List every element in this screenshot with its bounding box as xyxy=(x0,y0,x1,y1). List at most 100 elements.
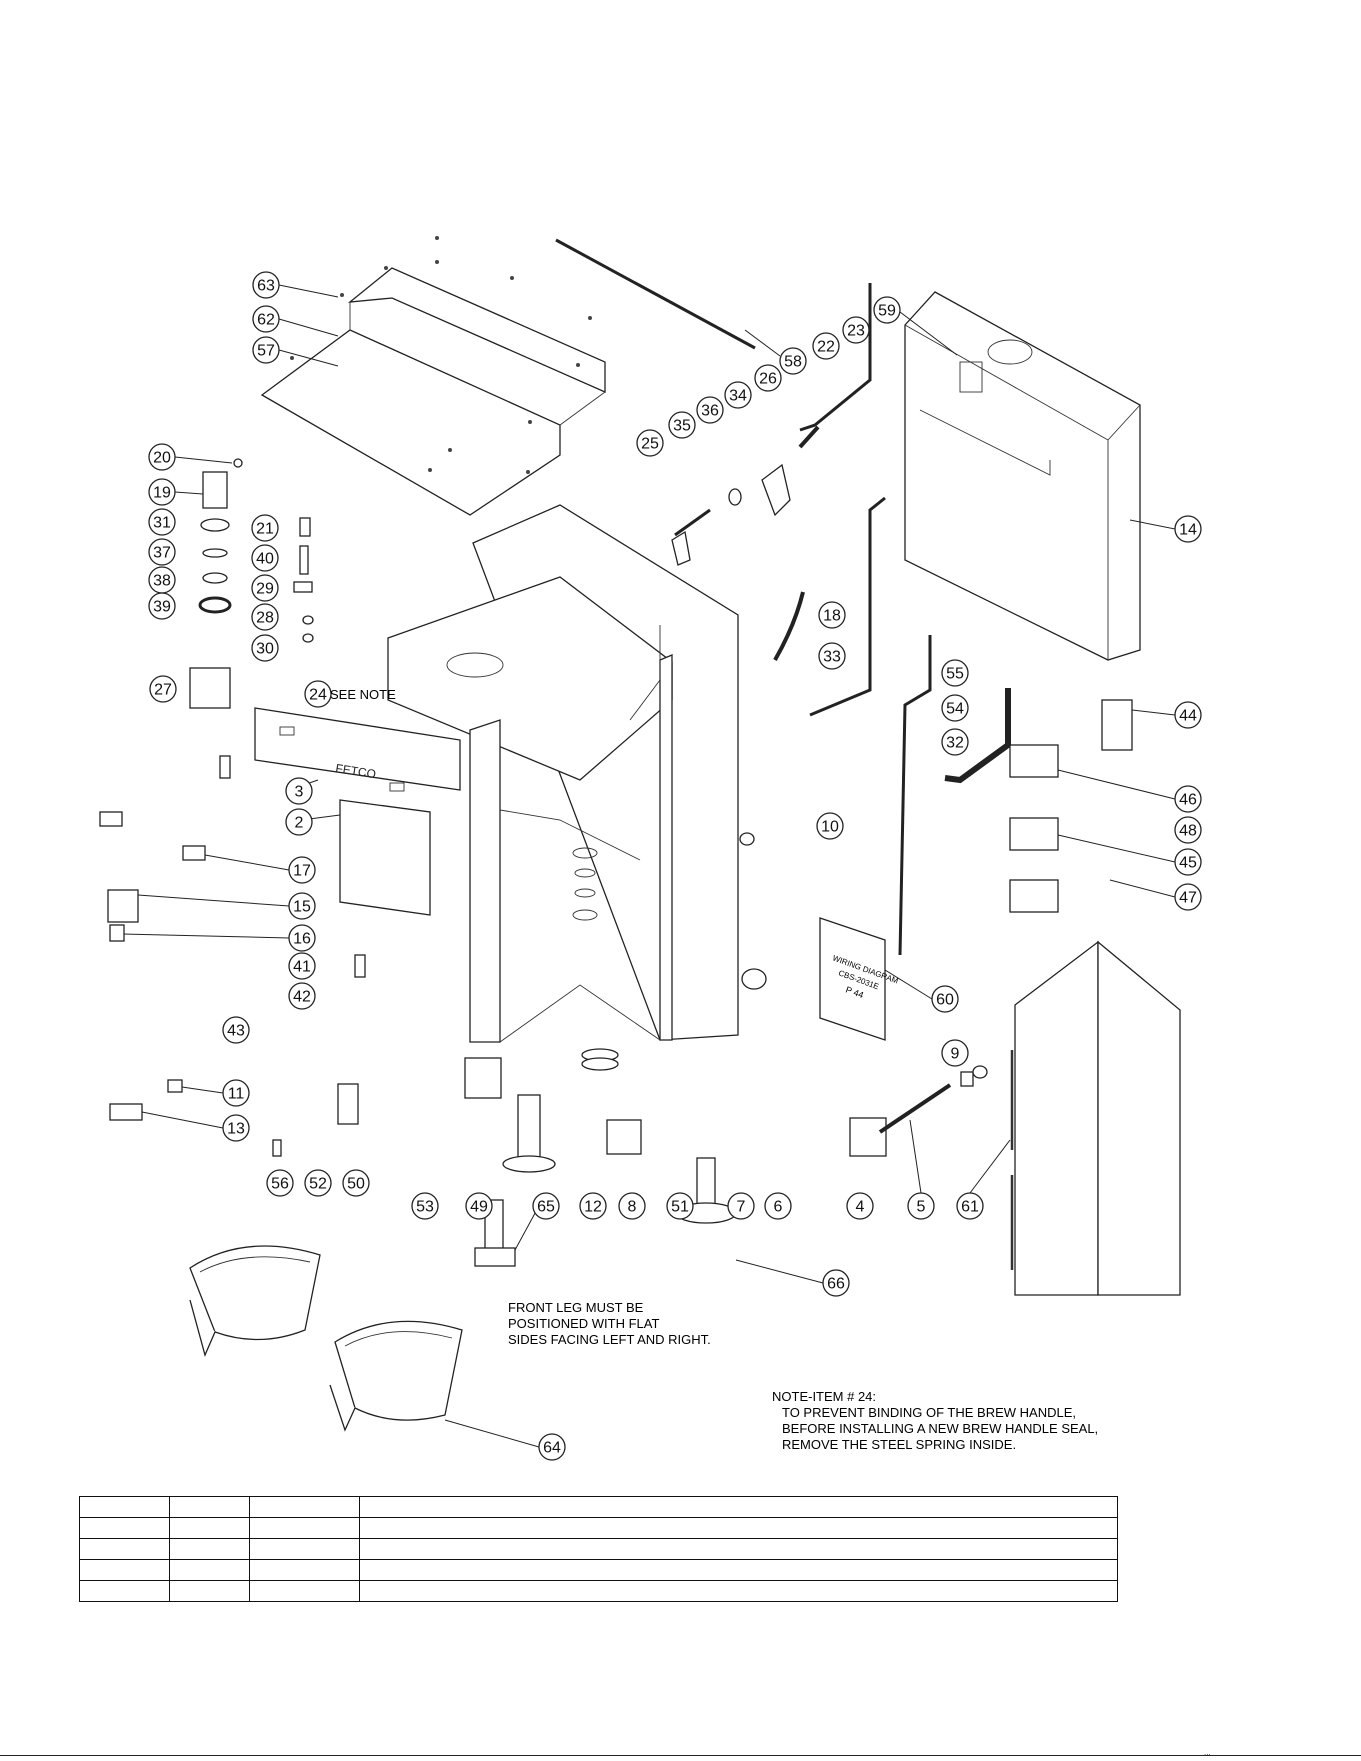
callout-circle xyxy=(149,675,177,703)
table-cell xyxy=(79,1580,170,1602)
callout-circle xyxy=(285,808,313,836)
callout-number: 20 xyxy=(153,450,171,467)
callout-circle xyxy=(252,336,280,364)
callout-number: 18 xyxy=(823,608,841,625)
table-cell xyxy=(79,1517,170,1539)
callout-42: 42 xyxy=(288,982,316,1010)
callout-number: 22 xyxy=(817,339,835,356)
callout-circle xyxy=(222,1079,250,1107)
callout-34: 34 xyxy=(724,381,752,409)
callout-number: 31 xyxy=(153,515,171,532)
table-cell xyxy=(249,1580,360,1602)
callout-6: 6 xyxy=(764,1192,792,1220)
callout-number: 19 xyxy=(153,485,171,502)
callout-2: 2 xyxy=(285,808,313,836)
table-cell xyxy=(79,1538,170,1560)
callout-number: 56 xyxy=(271,1176,289,1193)
callout-number: 60 xyxy=(936,992,954,1009)
callout-number: 5 xyxy=(917,1199,926,1216)
callout-circle xyxy=(941,728,969,756)
callout-33: 33 xyxy=(818,642,846,670)
callout-circle xyxy=(288,952,316,980)
callout-27: 27 xyxy=(149,675,177,703)
callout-31: 31 xyxy=(148,508,176,536)
callout-number: 24 xyxy=(309,687,327,704)
callout-number: 53 xyxy=(416,1199,434,1216)
callout-circle xyxy=(148,478,176,506)
callout-number: 8 xyxy=(628,1199,637,1216)
callout-number: 42 xyxy=(293,989,311,1006)
side-panel xyxy=(1010,940,1181,1296)
callout-number: 54 xyxy=(946,701,964,718)
callout-number: 41 xyxy=(293,959,311,976)
table-cell xyxy=(359,1496,1118,1518)
callout-7: 7 xyxy=(727,1192,755,1220)
wiring-diagram-card: WIRING DIAGRAM CBS-2031E P 44 xyxy=(819,917,900,1041)
callout-61: 61 xyxy=(956,1192,984,1220)
switch-parts xyxy=(99,667,366,978)
see-note-label: SEE NOTE xyxy=(330,687,396,702)
callout-number: 46 xyxy=(1179,792,1197,809)
callout-circle xyxy=(818,642,846,670)
callout-circle xyxy=(252,305,280,333)
callout-number: 21 xyxy=(256,521,274,538)
main-cabinet xyxy=(387,504,739,1043)
callout-number: 59 xyxy=(878,303,896,320)
front-leg-line2: POSITIONED WITH FLAT xyxy=(508,1316,659,1331)
callout-circle xyxy=(666,1192,694,1220)
callout-26: 26 xyxy=(754,364,782,392)
panel-brand-text: FETCO xyxy=(335,761,377,781)
callout-number: 51 xyxy=(671,1199,689,1216)
callout-number: 4 xyxy=(856,1199,865,1216)
callout-circle xyxy=(251,574,279,602)
callout-4: 4 xyxy=(846,1192,874,1220)
callout-number: 3 xyxy=(295,784,304,801)
callout-circle xyxy=(754,364,782,392)
table-row xyxy=(79,1580,1118,1602)
callout-circle xyxy=(465,1192,493,1220)
table-row xyxy=(79,1517,1118,1539)
callout-number: 39 xyxy=(153,599,171,616)
callout-circle xyxy=(907,1192,935,1220)
table-row xyxy=(79,1559,1118,1581)
callout-number: 45 xyxy=(1179,855,1197,872)
callout-circle xyxy=(1174,515,1202,543)
note-line2: BEFORE INSTALLING A NEW BREW HANDLE SEAL… xyxy=(782,1421,1098,1436)
callout-22: 22 xyxy=(812,332,840,360)
table-cell xyxy=(359,1580,1118,1602)
callout-circle xyxy=(148,443,176,471)
callout-circle xyxy=(822,1269,850,1297)
table-cell xyxy=(359,1538,1118,1560)
callout-circle xyxy=(304,680,332,708)
callout-25: 25 xyxy=(636,429,664,457)
callout-number: 58 xyxy=(784,354,802,371)
callout-circle xyxy=(1174,816,1202,844)
callout-23: 23 xyxy=(842,316,870,344)
tubes xyxy=(773,283,1011,956)
callout-number: 27 xyxy=(154,682,172,699)
callout-number: 36 xyxy=(701,403,719,420)
callout-circle xyxy=(251,603,279,631)
callout-51: 51 xyxy=(666,1192,694,1220)
callout-number: 23 xyxy=(847,323,865,340)
callout-28: 28 xyxy=(251,603,279,631)
callout-number: 37 xyxy=(153,545,171,562)
callout-number: 17 xyxy=(293,863,311,880)
brew-handle-assembly xyxy=(671,425,820,566)
callout-14: 14 xyxy=(1174,515,1202,543)
callout-circle xyxy=(818,601,846,629)
callout-21: 21 xyxy=(251,514,279,542)
table-row xyxy=(79,1538,1118,1560)
callout-12: 12 xyxy=(579,1192,607,1220)
callout-43: 43 xyxy=(222,1016,250,1044)
callout-32: 32 xyxy=(941,728,969,756)
callout-5: 5 xyxy=(907,1192,935,1220)
callout-number: 6 xyxy=(774,1199,783,1216)
callout-circle xyxy=(579,1192,607,1220)
table-cell xyxy=(169,1496,250,1518)
callout-circle xyxy=(285,777,313,805)
note-line1: TO PREVENT BINDING OF THE BREW HANDLE, xyxy=(782,1405,1076,1420)
callout-number: 38 xyxy=(153,573,171,590)
callout-circle xyxy=(222,1114,250,1142)
callout-54: 54 xyxy=(941,694,969,722)
